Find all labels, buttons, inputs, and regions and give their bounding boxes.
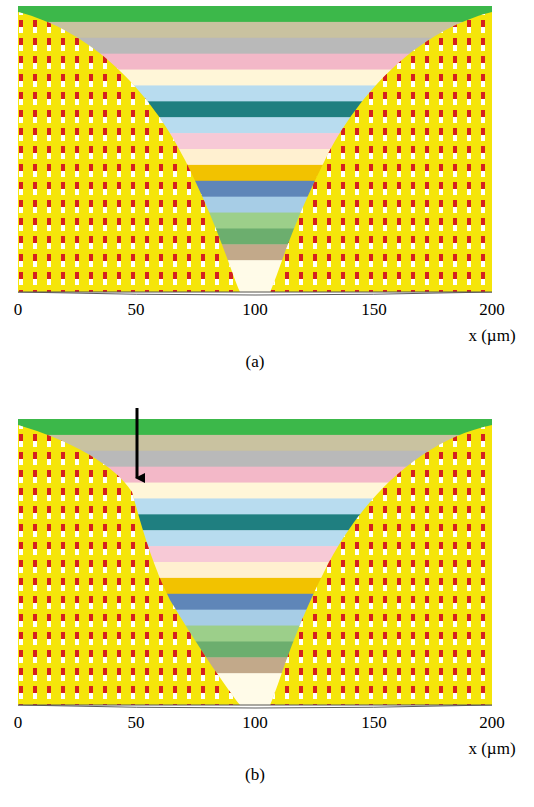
- pointer-arrow: [136, 408, 139, 478]
- contour-line: [18, 705, 492, 708]
- layer-bands: [18, 419, 492, 708]
- layer-band: [18, 6, 492, 22]
- tick-label: 150: [361, 300, 387, 320]
- tick-label: 50: [128, 300, 145, 320]
- tick-label: 150: [361, 713, 387, 733]
- tick-label: 100: [242, 300, 268, 320]
- tick-label: 0: [14, 713, 23, 733]
- panel-label: (b): [245, 765, 265, 785]
- contour-line: [18, 292, 492, 295]
- layer-bands: [18, 6, 492, 295]
- axis-title: x (µm): [468, 326, 515, 346]
- tick-label: 200: [479, 713, 505, 733]
- panel-label: (a): [246, 352, 265, 372]
- axis-title: x (µm): [468, 739, 515, 759]
- layer-band: [18, 419, 492, 435]
- tick-label: 0: [14, 300, 23, 320]
- tick-label: 200: [479, 300, 505, 320]
- tick-label: 50: [128, 713, 145, 733]
- tick-label: 100: [242, 713, 268, 733]
- layer-band: [18, 435, 492, 451]
- substrate: [18, 12, 492, 705]
- layer-band: [18, 22, 492, 38]
